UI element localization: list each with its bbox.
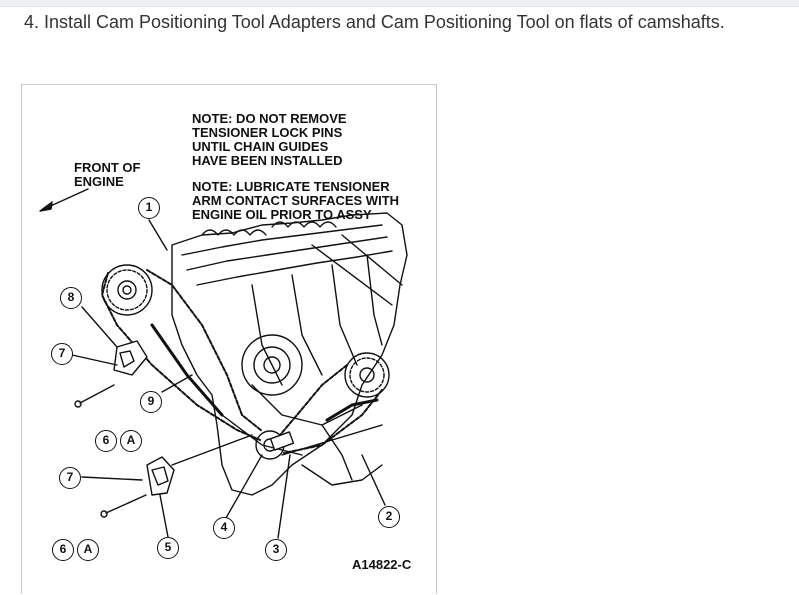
callout-9: 9 (140, 391, 162, 413)
note-tensioner-lock-pins: NOTE: DO NOT REMOVE TENSIONER LOCK PINS … (192, 111, 347, 168)
tool-rod-lower (281, 424, 383, 456)
left-cam-sprocket (101, 264, 153, 316)
callout-6-lower: 6 (52, 539, 74, 561)
right-timing-chain (279, 364, 348, 436)
tool-rod-upper (171, 434, 253, 466)
callout-1: 1 (138, 197, 160, 219)
note-lubricate-tensioner: NOTE: LUBRICATE TENSIONER ARM CONTACT SU… (192, 179, 400, 222)
left-timing-chain (101, 272, 261, 441)
front-of-engine-label: FRONT OF ENGINE (74, 160, 141, 189)
callout-7-upper: 7 (51, 343, 73, 365)
engine-illustration (39, 188, 408, 539)
top-border (0, 0, 799, 7)
front-arrow-head (39, 201, 53, 212)
lower-bolt (105, 494, 147, 514)
right-cam-sprocket (344, 352, 390, 398)
callout-a-upper: A (120, 430, 142, 452)
upper-bolt (79, 384, 115, 404)
callout-6-upper: 6 (95, 430, 117, 452)
callout-3: 3 (265, 539, 287, 561)
figure-id: A14822-C (352, 557, 412, 572)
callout-a-lower: A (77, 539, 99, 561)
upper-tensioner (113, 340, 148, 376)
callout-2: 2 (378, 506, 400, 528)
callout-5: 5 (157, 537, 179, 559)
lower-tensioner (146, 456, 175, 496)
callout-4: 4 (213, 517, 235, 539)
engine-timing-diagram: NOTE: DO NOT REMOVE TENSIONER LOCK PINS … (21, 84, 437, 594)
callout-7-lower: 7 (59, 467, 81, 489)
step-instruction: 4. Install Cam Positioning Tool Adapters… (24, 12, 725, 32)
callout-8: 8 (60, 287, 82, 309)
